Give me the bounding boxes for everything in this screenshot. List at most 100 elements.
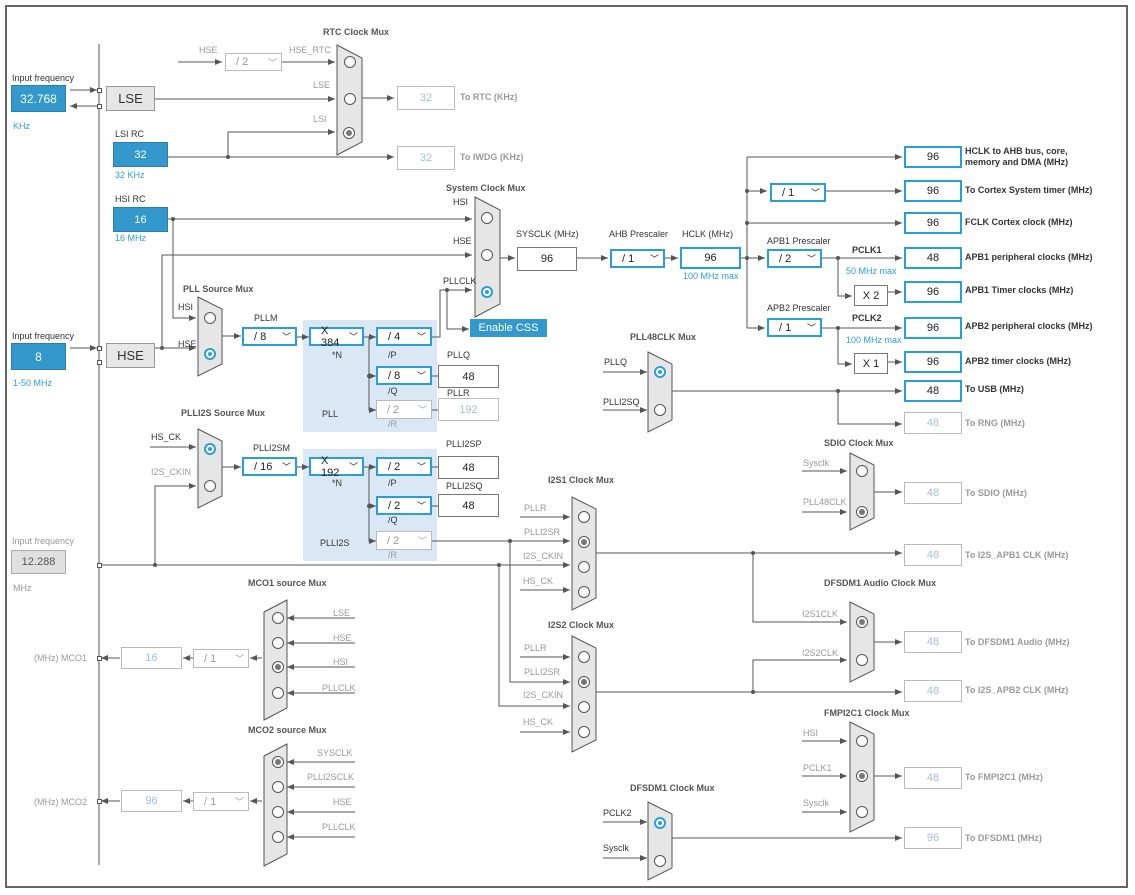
apb2-timer-multiplier: X 1 [854,353,888,374]
hclk-ahb-output-label: HCLK to AHB bus, core, [965,146,1068,156]
ahb-prescaler-dropdown[interactable]: / 1﹀ [610,249,665,268]
pll48-plli2sq-label: PLLI2SQ [603,397,640,407]
apb2-peripheral-output-label: APB2 peripheral clocks (MHz) [965,321,1093,331]
i2s1-hsck-label: HS_CK [523,576,554,586]
rtc-output-label: To RTC (KHz) [460,92,518,102]
dfsdm1-sysclk-radio[interactable] [654,855,666,867]
i2s1-pllr-radio[interactable] [578,511,590,523]
mco2-output-value: 96 [121,790,182,812]
apb2-prescaler-dropdown[interactable]: / 1﹀ [767,318,822,337]
i2s1-pllr-label: PLLR [524,503,547,513]
cortex-timer-divider-dropdown[interactable]: / 1﹀ [770,183,826,202]
i2s2-pllr-radio[interactable] [578,651,590,663]
lse-input-label: Input frequency [12,73,75,83]
pclk2-label: PCLK2 [852,313,882,323]
plli2sq-label: PLLI2SQ [446,481,483,491]
sysclk-hse-radio[interactable] [481,249,493,261]
mco1-divider-dropdown[interactable]: / 1﹀ [193,649,249,668]
plli2sp-div-label: /P [388,478,397,488]
hclk-value[interactable]: 96 [680,247,741,269]
iwdg-output-value: 32 [397,146,455,170]
i2s2-i2sckin-radio[interactable] [578,701,590,713]
plli2sn-label: *N [332,478,343,488]
hclk-ahb-output-value[interactable]: 96 [904,146,962,168]
plli2s-source-i2sckin-radio[interactable] [204,480,216,492]
i2s2-plli2sr-radio[interactable] [578,676,590,688]
pllq-divider-dropdown[interactable]: / 8﹀ [376,366,432,385]
pllr-divider-dropdown[interactable]: / 2﹀ [376,400,432,419]
plli2sp-divider-dropdown[interactable]: / 2﹀ [376,457,432,476]
mco2-sysclk-radio[interactable] [272,756,284,768]
dfsdm-audio-i2s1clk-radio[interactable] [856,616,868,628]
hse-frequency-input[interactable]: 8 [11,343,66,370]
i2s1-i2sckin-label: I2S_CKIN [523,551,564,561]
sysclk-hsi-radio[interactable] [481,212,493,224]
mco1-hse-radio[interactable] [272,637,284,649]
plli2sq-divider-dropdown[interactable]: / 2﹀ [376,496,432,515]
sdio-sysclk-radio[interactable] [856,465,868,477]
hse-unit: 1-50 MHz [13,378,53,388]
ext-clock-frequency-input[interactable]: 12.288 [11,550,66,574]
fmpi2c-pclk1-radio[interactable] [856,770,868,782]
pll-source-hse-radio[interactable] [204,348,216,360]
plli2sr-divider-dropdown[interactable]: / 2﹀ [376,531,432,550]
i2s1-plli2sr-radio[interactable] [578,536,590,548]
rtc-lsi-radio[interactable] [343,127,355,139]
plln-multiplier-dropdown[interactable]: X 384﹀ [309,325,364,349]
lse-source: LSE [106,86,155,111]
mco1-pllclk-radio[interactable] [272,687,284,699]
chevron-down-icon: ﹀ [416,462,426,472]
sysclk-value[interactable]: 96 [517,247,577,271]
pllm-divider-dropdown[interactable]: / 8﹀ [242,327,297,346]
dfsdm1-output-label: To DFSDM1 (MHz) [965,833,1042,843]
apb2-timer-output-value[interactable]: 96 [904,351,962,373]
plli2s-source-hsck-radio[interactable] [204,443,216,455]
sysclk-pllclk-radio[interactable] [481,286,493,298]
dfsdm-audio-i2s2clk-radio[interactable] [856,654,868,666]
i2s2-i2sckin-label: I2S_CKIN [523,690,564,700]
chevron-down-icon: ﹀ [806,323,816,333]
fmpi2c-hsi-radio[interactable] [856,735,868,747]
mco1-lse-label: LSE [333,608,351,618]
hsi-rc-label: HSI RC [115,194,146,204]
mco1-hsi-radio[interactable] [272,661,284,673]
mco2-plli2sclk-radio[interactable] [272,781,284,793]
usb-output-value[interactable]: 48 [904,380,962,402]
mco2-pllclk-radio[interactable] [272,831,284,843]
rtc-hse-divider-dropdown[interactable]: / 2﹀ [225,53,282,71]
pll48-plli2sq-radio[interactable] [654,404,666,416]
plli2sm-divider-dropdown[interactable]: / 16﹀ [242,457,297,476]
system-clock-mux-title: System Clock Mux [446,183,526,193]
sdio-pll48clk-radio[interactable] [856,506,868,518]
cortex-timer-output-value[interactable]: 96 [904,180,962,202]
i2s1-hsck-radio[interactable] [578,586,590,598]
i2s2-hsck-radio[interactable] [578,726,590,738]
apb1-peripheral-output-value[interactable]: 48 [904,247,962,269]
rtc-hse-radio[interactable] [344,56,356,68]
apb2-peripheral-output-value[interactable]: 96 [904,317,962,339]
rtc-lse-radio[interactable] [344,93,356,105]
apb1-timer-output-value[interactable]: 96 [904,281,962,303]
dfsdm1-pclk2-label: PCLK2 [603,808,632,818]
pll48-pllq-radio[interactable] [654,366,666,378]
pllp-divider-dropdown[interactable]: / 4﹀ [376,327,432,346]
fclk-output-value[interactable]: 96 [904,212,962,234]
pll-source-hsi-radio[interactable] [204,312,216,324]
i2s1-mux-title: I2S1 Clock Mux [548,475,615,485]
dfsdm1-pclk2-radio[interactable] [654,817,666,829]
mco2-divider-dropdown[interactable]: / 1﹀ [193,792,249,811]
pll-source-mux-shape [197,296,223,377]
mco1-lse-radio[interactable] [272,612,284,624]
pllm-label: PLLM [254,313,278,323]
apb1-prescaler-dropdown[interactable]: / 2﹀ [767,249,822,268]
sysmux-hse-label: HSE [453,236,472,246]
fmpi2c-sysclk-radio[interactable] [856,806,868,818]
mco2-hse-radio[interactable] [272,806,284,818]
i2s1-i2sckin-radio[interactable] [578,561,590,573]
lse-port [97,104,102,109]
rtc-hse-label: HSE [199,45,218,55]
lse-frequency-input[interactable]: 32.768 [11,85,66,112]
plli2sn-multiplier-dropdown[interactable]: X 192﹀ [309,455,364,479]
enable-css-button[interactable]: Enable CSS [470,319,547,337]
